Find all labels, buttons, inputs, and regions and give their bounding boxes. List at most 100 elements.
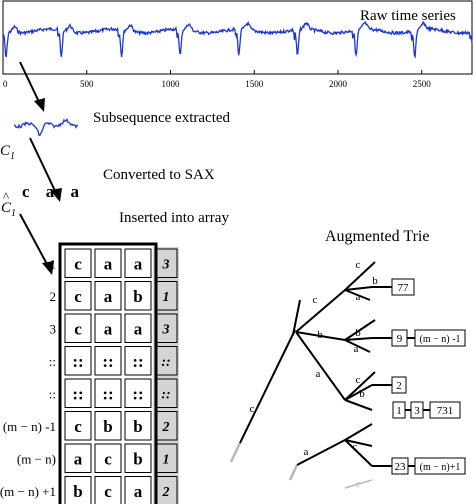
array-cell xyxy=(124,346,152,376)
subsequence-line xyxy=(13,117,79,136)
array-cell xyxy=(94,281,122,311)
array-cell xyxy=(124,313,152,343)
trie-edge xyxy=(295,289,346,333)
array-cell-value: c xyxy=(74,417,82,436)
trie-edge xyxy=(288,464,299,481)
count-value: :: xyxy=(161,387,170,402)
trie-leaf xyxy=(391,278,415,296)
trie-edge xyxy=(239,329,296,444)
array-cell-value: b xyxy=(133,287,142,306)
x-tick-label: 500 xyxy=(80,79,94,89)
trie-edge xyxy=(295,331,346,401)
array-cell xyxy=(124,378,152,408)
count-value: 2 xyxy=(162,420,170,435)
trie-leaf-label: 731 xyxy=(437,405,454,417)
row-label: (m − n) -1 xyxy=(3,419,56,434)
row-label-1: 1 xyxy=(50,256,57,271)
count-value: :: xyxy=(161,355,170,370)
array-cell xyxy=(94,476,122,504)
array-cell xyxy=(94,443,122,473)
array-cell xyxy=(64,313,92,343)
raw-series-label: Raw time series xyxy=(360,8,456,24)
array-cell-value: c xyxy=(74,254,82,273)
trie-edge xyxy=(344,371,376,401)
trie-edge-label: c xyxy=(353,441,358,453)
count-cell xyxy=(154,443,178,473)
trie-edge xyxy=(229,442,242,463)
array-cell xyxy=(64,476,92,504)
trie-edge-label: a xyxy=(356,291,361,303)
sax-word: c a a xyxy=(22,182,86,201)
arrow-extract xyxy=(19,61,45,112)
row-label-2: 2 xyxy=(50,289,57,304)
c1-symbol: C1 xyxy=(0,143,15,162)
trie-edge-label: b xyxy=(317,329,323,341)
array-cell-value: c xyxy=(74,319,82,338)
trie-edge xyxy=(344,439,373,467)
trie-edge-label: b xyxy=(359,388,365,400)
array-cell-value: b xyxy=(133,449,142,468)
array-cell-value: :: xyxy=(132,384,143,403)
trie-leaf-label: 3 xyxy=(414,405,420,417)
array-cell-value: a xyxy=(134,319,143,338)
array-cell-value: :: xyxy=(102,384,113,403)
c1-subscript: 1 xyxy=(10,151,16,162)
trie-title: Augmented Trie xyxy=(325,228,430,245)
row-label: (m − n) +1 xyxy=(0,484,56,499)
trie-edge-label: b xyxy=(372,275,378,287)
x-tick-label: 2500 xyxy=(413,79,432,89)
chat-letter: C xyxy=(1,200,12,216)
subsequence-caption: Subsequence extracted xyxy=(93,110,231,126)
array-cell xyxy=(124,281,152,311)
inserted-caption: Inserted into array xyxy=(119,210,229,226)
array-cell xyxy=(64,281,92,311)
trie-leaf xyxy=(414,457,466,475)
array-cell xyxy=(94,248,122,278)
trie-edge xyxy=(344,479,373,489)
array-cell xyxy=(94,378,122,408)
array-cell xyxy=(94,313,122,343)
trie-leaf-label: (m − n) -1 xyxy=(420,334,461,345)
trie-edge xyxy=(344,319,376,341)
trie-edge xyxy=(295,331,346,341)
array-cell-value: a xyxy=(104,254,113,273)
array-cell xyxy=(64,346,92,376)
count-cell xyxy=(154,411,178,441)
count-cell xyxy=(154,378,178,408)
trie-edge xyxy=(344,439,373,447)
trie-edge-label: c xyxy=(356,374,361,386)
trie-edge xyxy=(344,384,373,401)
trie-leaf xyxy=(429,401,461,419)
trie-edge xyxy=(344,339,371,353)
array-cell xyxy=(64,378,92,408)
count-value: 2 xyxy=(162,485,170,500)
trie-leaf-label: 9 xyxy=(397,333,403,345)
array-cell-value: :: xyxy=(102,352,113,371)
array-cell-value: :: xyxy=(132,352,143,371)
trie-edge xyxy=(292,299,301,336)
trie-edge xyxy=(344,423,373,441)
array-cell-value: c xyxy=(74,287,82,306)
array-cell xyxy=(64,248,92,278)
trie-leaf xyxy=(414,329,466,347)
x-tick-label: 1500 xyxy=(245,79,264,89)
chat-subscript: 1 xyxy=(11,208,17,219)
trie-leaf-label: 1 xyxy=(396,405,402,417)
trie-edge-label: a xyxy=(354,343,359,355)
row-label: :: xyxy=(49,386,56,401)
trie-leaf xyxy=(391,376,407,394)
count-cell xyxy=(154,248,178,278)
trie-edge xyxy=(344,286,373,291)
array-cell-value: a xyxy=(104,287,113,306)
row-label: (m − n) xyxy=(17,451,56,466)
trie-edge-label: c xyxy=(356,478,361,490)
array-cell xyxy=(64,411,92,441)
row-label-3: 3 xyxy=(50,321,57,336)
array-cell-value: b xyxy=(103,417,112,436)
count-cell xyxy=(154,313,178,343)
chat-symbol: ^ C1 xyxy=(1,189,17,219)
arrow-convert xyxy=(29,137,62,202)
